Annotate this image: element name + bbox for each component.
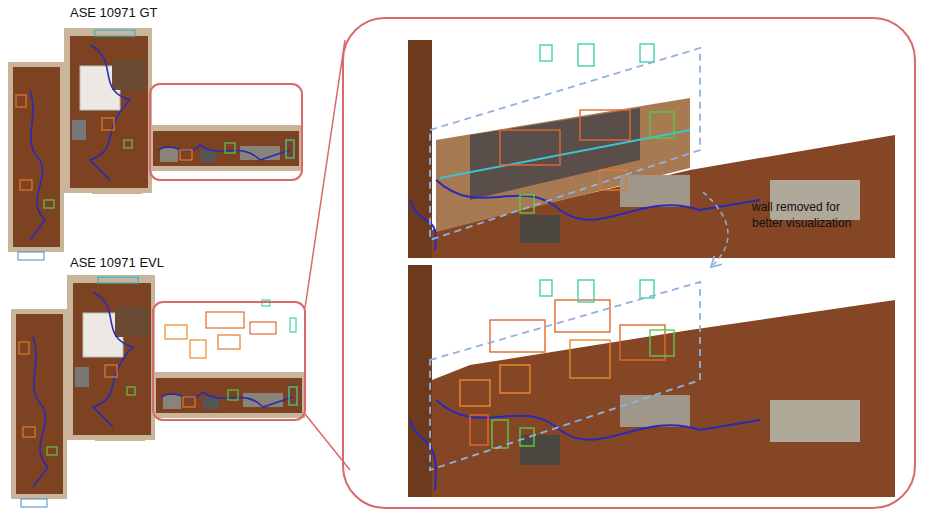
scene-title: ASE 10971 EVL bbox=[70, 255, 164, 272]
annotation-note: wall removed for better visualization bbox=[752, 200, 870, 231]
scene-title: ASE 10971 GT bbox=[70, 5, 157, 22]
